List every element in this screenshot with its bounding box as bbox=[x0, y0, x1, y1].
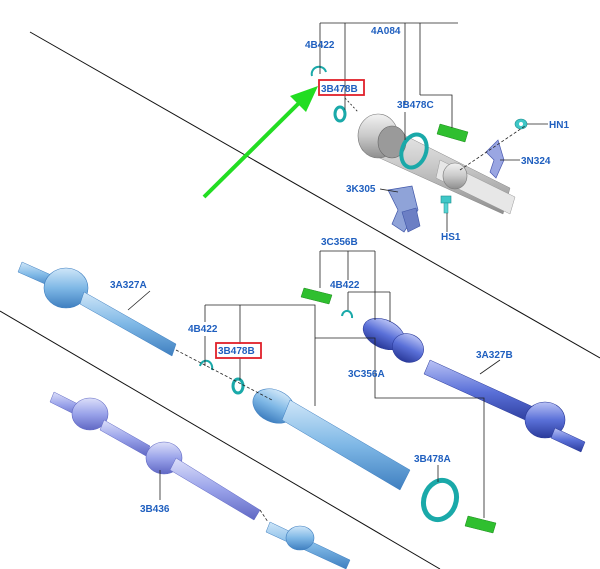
label-4b422-left[interactable]: 4B422 bbox=[188, 324, 218, 335]
right-drive-shaft bbox=[362, 317, 586, 453]
lower-leader-lines bbox=[127, 250, 501, 523]
label-3a327b[interactable]: 3A327B bbox=[476, 350, 513, 361]
label-3n324[interactable]: 3N324 bbox=[521, 156, 551, 167]
green-arrow-icon bbox=[202, 86, 318, 199]
bottom-drive-shaft-3b436 bbox=[49, 391, 351, 569]
left-seal-rings bbox=[199, 359, 245, 395]
label-3a327a[interactable]: 3A327A bbox=[110, 280, 147, 291]
top-leader-lines bbox=[319, 22, 548, 232]
bottom-grease-pack bbox=[464, 515, 497, 534]
label-hs1[interactable]: HS1 bbox=[441, 232, 461, 243]
left-drive-shaft bbox=[17, 261, 177, 357]
label-hn1[interactable]: HN1 bbox=[549, 120, 569, 131]
right-grease-pack bbox=[300, 287, 333, 305]
label-4b422-top[interactable]: 4B422 bbox=[305, 40, 335, 51]
label-3b478b-mid[interactable]: 3B478B bbox=[218, 346, 255, 357]
large-seal-ring-3b478a bbox=[420, 477, 460, 523]
label-3b478b-top[interactable]: 3B478B bbox=[321, 84, 358, 95]
label-4b422-mid[interactable]: 4B422 bbox=[330, 280, 360, 291]
part-labels: 4A084 4B422 3B478B 3B478C HN1 3N324 3K30… bbox=[110, 26, 569, 515]
label-3b478c[interactable]: 3B478C bbox=[397, 100, 434, 111]
label-3b436[interactable]: 3B436 bbox=[140, 504, 170, 515]
nut-hn1-icon bbox=[514, 118, 528, 130]
bracket-3k305-icon bbox=[387, 185, 421, 233]
bracket-3n324-icon bbox=[485, 139, 505, 179]
top-axle-shaft bbox=[357, 113, 516, 215]
label-3k305[interactable]: 3K305 bbox=[346, 184, 376, 195]
label-3c356a[interactable]: 3C356A bbox=[348, 369, 385, 380]
top-seal-rings bbox=[310, 65, 429, 170]
middle-drive-shaft-3c356a bbox=[252, 388, 411, 491]
right-clip-ring bbox=[341, 309, 354, 319]
label-4a084[interactable]: 4A084 bbox=[371, 26, 401, 37]
bolt-hs1-icon bbox=[440, 195, 452, 214]
label-3b478a[interactable]: 3B478A bbox=[414, 454, 451, 465]
label-3c356b[interactable]: 3C356B bbox=[321, 237, 358, 248]
red-highlight-box-icon bbox=[215, 342, 262, 359]
red-highlight-box-icon bbox=[318, 79, 365, 96]
divider-lines bbox=[0, 31, 600, 569]
top-grease-packs bbox=[436, 123, 469, 143]
